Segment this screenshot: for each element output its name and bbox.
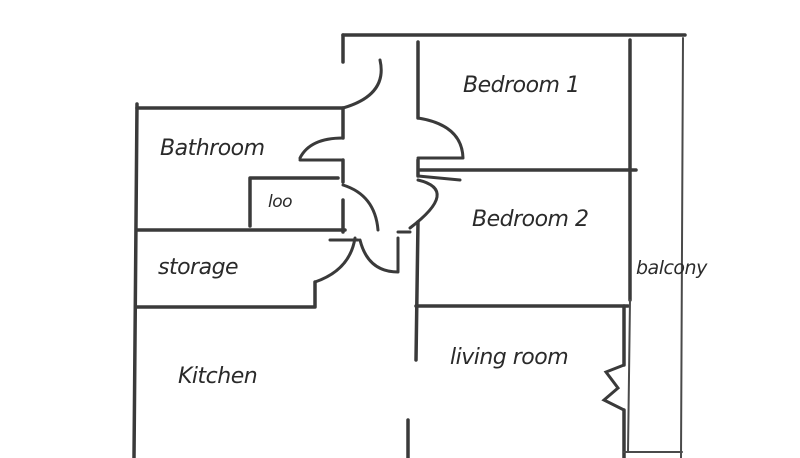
- label-bathroom: Bathroom: [160, 136, 265, 161]
- storage-bottom-wall: [135, 280, 317, 309]
- balcony-outer-wall: [680, 37, 684, 458]
- hall-right-wall: [414, 158, 420, 362]
- entrance-door-arc: [341, 58, 383, 110]
- label-balcony: balcony: [636, 257, 708, 279]
- label-bedroom2: Bedroom 2: [472, 207, 588, 232]
- hall-double-door: [358, 230, 412, 274]
- room-labels: Bedroom 1 Bathroom loo Bedroom 2 storage…: [158, 73, 709, 389]
- bedroom1-door-arc: [416, 116, 465, 160]
- balcony-door-zigzag: [601, 363, 626, 412]
- walls: [132, 33, 687, 458]
- loo-walls: [248, 176, 340, 228]
- bedroom2-door-arc: [408, 174, 462, 230]
- left-outer-wall: [132, 102, 139, 458]
- label-living-room: living room: [450, 345, 568, 370]
- loo-door-arc: [341, 183, 380, 232]
- storage-door-arc: [313, 236, 360, 284]
- label-bedroom1: Bedroom 1: [463, 73, 579, 98]
- doors: [298, 58, 626, 412]
- balcony-inner-line: [627, 299, 631, 453]
- label-kitchen: Kitchen: [178, 364, 257, 389]
- label-storage: storage: [158, 255, 238, 280]
- label-loo: loo: [268, 192, 292, 212]
- bathroom-door-arc: [298, 136, 345, 162]
